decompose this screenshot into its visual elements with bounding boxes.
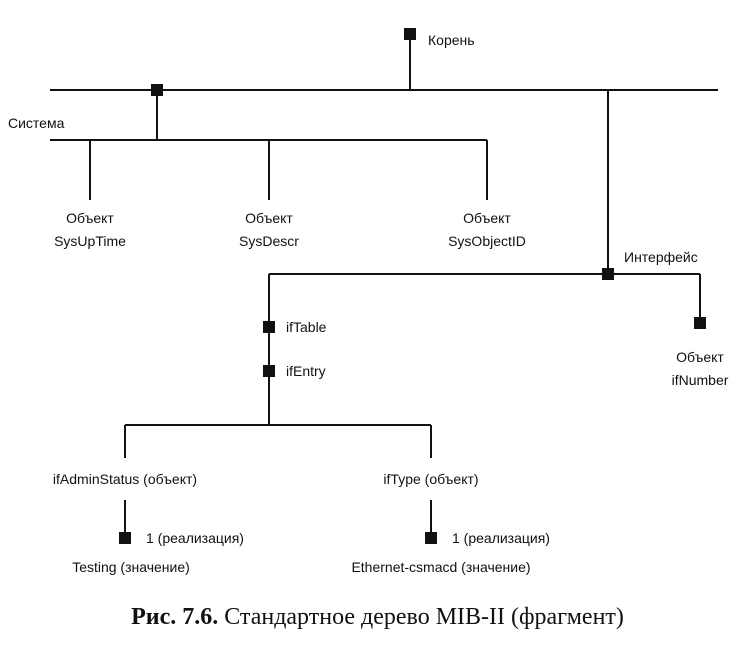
label-ifnumber-kind: Объект: [676, 349, 724, 365]
label-ifentry: ifEntry: [286, 363, 326, 379]
label-type-value: Ethernet-csmacd (значение): [351, 559, 530, 575]
label-sysuptime-kind: Объект: [66, 210, 114, 226]
node-system: [151, 84, 163, 96]
figure-title: Стандартное дерево MIB-II (фрагмент): [224, 604, 624, 630]
node-type-instance: [425, 532, 437, 544]
label-admin-value: Testing (значение): [72, 559, 190, 575]
node-interface: [602, 268, 614, 280]
label-ifadminstatus: ifAdminStatus (объект): [53, 471, 197, 487]
label-sysobjectid-name: SysObjectID: [448, 233, 526, 249]
node-ifnumber: [694, 317, 706, 329]
node-root: [404, 28, 416, 40]
label-interface: Интерфейс: [624, 249, 698, 265]
label-admin-instance: 1 (реализация): [146, 530, 244, 546]
node-iftable: [263, 321, 275, 333]
label-sysdescr-kind: Объект: [245, 210, 293, 226]
node-ifentry: [263, 365, 275, 377]
figure-number: Рис. 7.6.: [131, 604, 219, 630]
label-ifnumber-name: ifNumber: [672, 372, 729, 388]
mib-tree-diagram: Корень Система Объект SysUpTime Объект S…: [8, 28, 729, 575]
label-sysobjectid-kind: Объект: [463, 210, 511, 226]
label-iftype: ifType (объект): [383, 471, 478, 487]
figure-caption: Рис. 7.6. Стандартное дерево MIB-II (фра…: [0, 604, 755, 631]
label-iftable: ifTable: [286, 319, 327, 335]
label-sysdescr-name: SysDescr: [239, 233, 299, 249]
label-sysuptime-name: SysUpTime: [54, 233, 126, 249]
label-type-instance: 1 (реализация): [452, 530, 550, 546]
node-admin-instance: [119, 532, 131, 544]
label-root: Корень: [428, 32, 475, 48]
label-system: Система: [8, 115, 65, 131]
